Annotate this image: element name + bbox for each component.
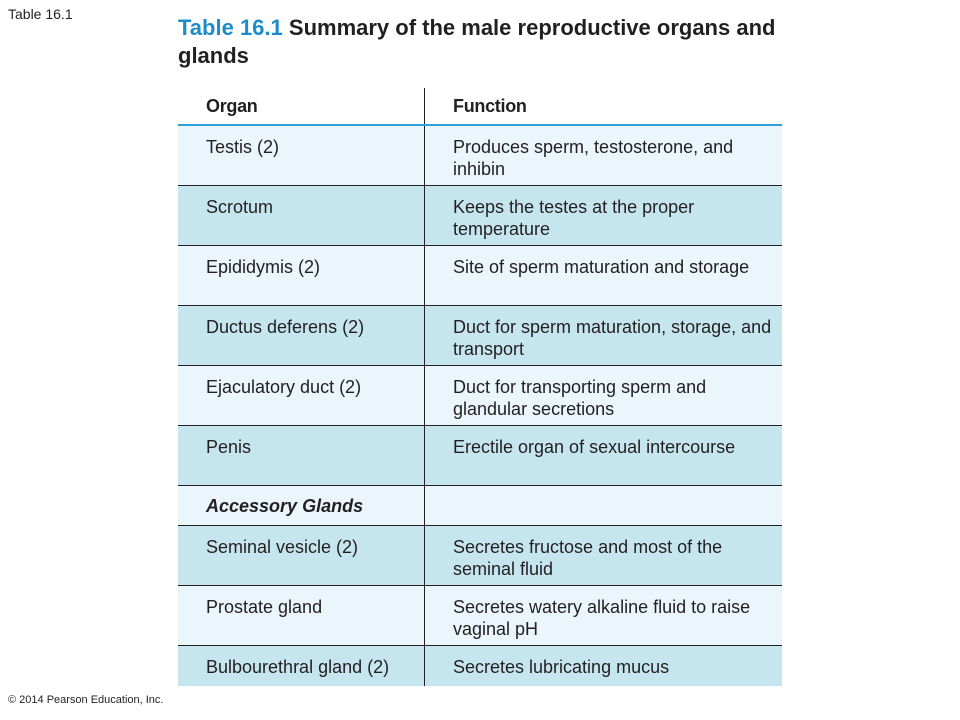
function-cell: Erectile organ of sexual intercourse (453, 437, 736, 457)
table-row: Seminal vesicle (2) Secretes fructose an… (178, 526, 782, 586)
organ-cell: Bulbourethral gland (2) (178, 646, 425, 686)
function-cell: Secretes fructose and most of the semina… (453, 537, 723, 579)
section-row: Accessory Glands (178, 486, 782, 526)
organ-cell: Epididymis (2) (178, 246, 425, 305)
organ-cell: Penis (178, 426, 425, 485)
organ-cell: Prostate gland (178, 586, 425, 645)
section-label: Accessory Glands (178, 486, 425, 525)
organ-cell: Seminal vesicle (2) (178, 526, 425, 585)
table-row: Ductus deferens (2) Duct for sperm matur… (178, 306, 782, 366)
function-cell: Secretes watery alkaline fluid to raise … (453, 597, 751, 639)
table-row: Bulbourethral gland (2) Secretes lubrica… (178, 646, 782, 686)
function-cell: Keeps the testes at the proper temperatu… (453, 197, 695, 239)
organ-cell: Ductus deferens (2) (178, 306, 425, 365)
organ-cell: Scrotum (178, 186, 425, 245)
section-empty-cell (425, 486, 782, 525)
table-row: Epididymis (2) Site of sperm maturation … (178, 246, 782, 306)
table-header-row: Organ Function (178, 88, 782, 126)
function-cell: Site of sperm maturation and storage (453, 257, 750, 277)
slide-label: Table 16.1 (8, 6, 73, 22)
table-row: Scrotum Keeps the testes at the proper t… (178, 186, 782, 246)
function-cell: Duct for transporting sperm and glandula… (453, 377, 707, 419)
function-cell: Secretes lubricating mucus (453, 657, 670, 677)
column-header-organ: Organ (178, 88, 425, 124)
function-cell: Produces sperm, testosterone, and inhibi… (453, 137, 734, 179)
table-number: Table 16.1 (178, 15, 283, 40)
copyright-notice: © 2014 Pearson Education, Inc. (8, 694, 164, 706)
organ-table: Organ Function Testis (2) Produces sperm… (178, 88, 782, 686)
table-row: Penis Erectile organ of sexual intercour… (178, 426, 782, 486)
organ-cell: Testis (2) (178, 126, 425, 185)
table-heading: Table 16.1 Summary of the male reproduct… (178, 14, 798, 70)
table-row: Ejaculatory duct (2) Duct for transporti… (178, 366, 782, 426)
function-cell: Duct for sperm maturation, storage, and … (453, 317, 772, 359)
table-row: Testis (2) Produces sperm, testosterone,… (178, 126, 782, 186)
column-header-function: Function (453, 95, 527, 116)
table-row: Prostate gland Secretes watery alkaline … (178, 586, 782, 646)
table-title: Summary of the male reproductive organs … (178, 15, 776, 68)
organ-cell: Ejaculatory duct (2) (178, 366, 425, 425)
